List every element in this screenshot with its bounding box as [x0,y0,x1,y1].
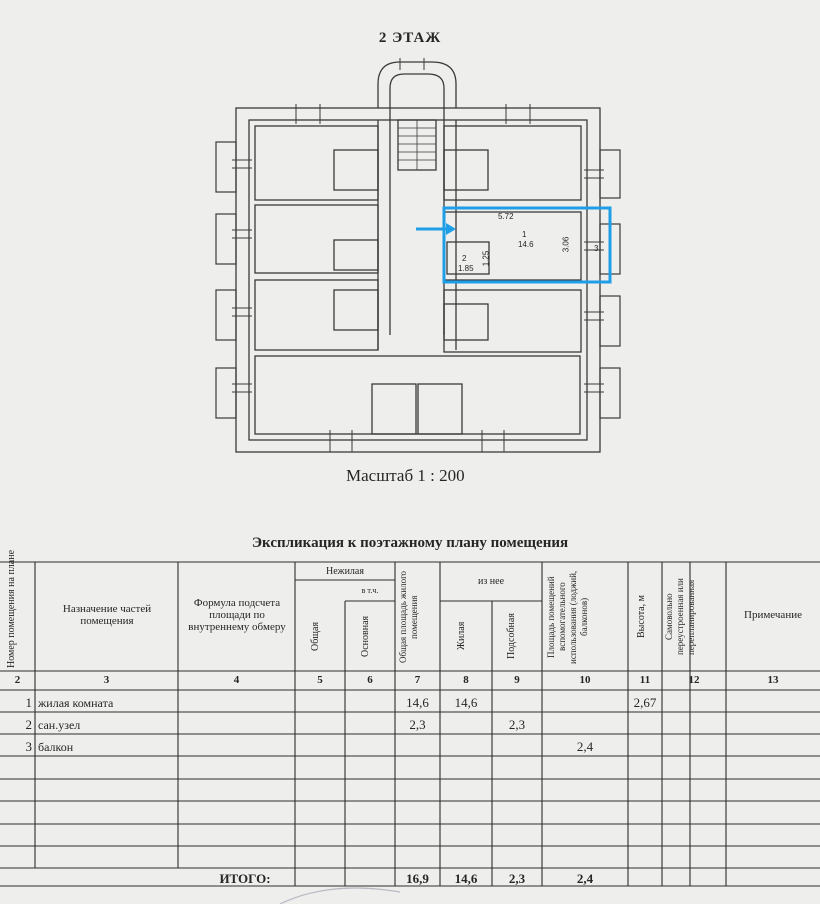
hdr-balcony-area: Площадь помещений вспомогательного испол… [546,570,589,664]
entry-arrow-icon [416,223,456,235]
hdr-purpose: Назначение частей помещения [62,603,152,627]
col-number: 8 [463,674,469,686]
col-number: 5 [317,674,323,686]
seal-stamp-fragment [279,887,401,904]
col-number: 3 [103,674,110,686]
hdr-nonresidential: Нежилая [326,565,364,577]
col-number: 7 [414,674,421,686]
hdr-unauthorized: Самовольно переустроенная или перепланир… [664,578,696,656]
hdr-notes: Примечание [744,609,802,621]
floor-title: 2 ЭТАЖ [378,30,442,46]
row-auxiliary: 2,3 [508,717,526,732]
hdr-height: Высота, м [636,595,647,639]
col-number: 13 [767,674,779,686]
stair-tower [377,61,457,108]
hdr-room-number: Номер помещения на плане [6,549,17,668]
col-number: 11 [639,674,651,686]
col-number: 12 [688,674,700,686]
row-name: сан.узел [38,718,81,732]
row-no: 2 [25,717,33,732]
row-no: 1 [25,695,33,710]
row-balcony: 2,4 [576,739,594,754]
highlighted-apartment [442,206,612,284]
hdr-nonres-main: Основная [360,615,371,657]
plan-room-no: 1 [522,230,527,239]
hdr-auxiliary: Подсобная [506,613,517,659]
hdr-total-area: Общая площадь жилого помещения [398,570,419,664]
hdr-formula: Формула подсчета площади по внутреннему … [188,597,286,633]
col-number: 9 [514,674,520,686]
hdr-of-which: из нее [477,576,505,587]
hdr-including: в т.ч. [361,586,379,595]
col-number: 6 [367,674,373,686]
plan-length-label: 5.72 [498,212,514,221]
row-height: 2,67 [633,695,657,710]
row-no: 3 [25,739,33,754]
row-name: балкон [38,740,74,754]
hdr-living: Жилая [456,621,467,651]
plan-wc-dim: 1.85 [458,264,474,273]
col-number: 4 [233,674,240,686]
plan-balcony-no: 3 [594,244,599,253]
floor-plan [215,58,621,453]
col-number: 10 [579,674,591,686]
row-total: 14,6 [406,695,429,710]
plan-area-label: 14.6 [518,240,534,249]
totals-label: ИТОГО: [219,871,271,886]
totals-auxiliary: 2,3 [508,871,526,886]
row-name: жилая комната [38,696,114,710]
hdr-nonres-total: Общая [310,621,321,651]
row-total: 2,3 [409,717,426,732]
row-living: 14,6 [454,695,478,710]
explication-title: Экспликация к поэтажному плану помещения [251,535,569,551]
totals-total: 16,9 [406,871,429,886]
totals-living: 14,6 [454,871,478,886]
scale-label: Масштаб 1 : 200 [346,466,465,485]
col-number: 2 [14,674,21,686]
outer-wall [235,107,601,453]
plan-wc-no: 2 [462,254,467,263]
totals-balcony: 2,4 [576,871,594,886]
